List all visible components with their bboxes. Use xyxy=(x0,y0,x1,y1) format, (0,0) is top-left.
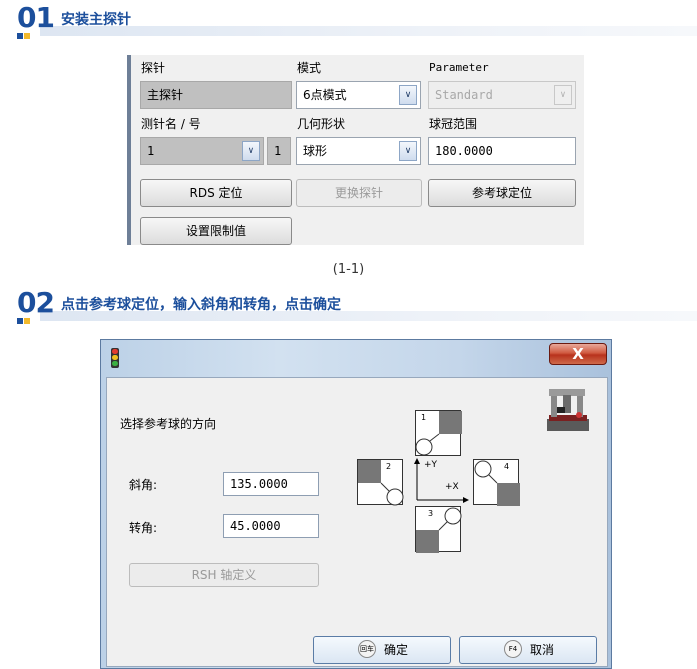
sphere-corner-icon xyxy=(416,507,462,553)
ball-range-input[interactable]: 180.0000 xyxy=(428,137,576,165)
sphere-direction-2[interactable]: 2 xyxy=(357,459,404,506)
axis-y-label: +Y xyxy=(424,460,438,470)
probe-settings-panel: 探针 模式 Parameter 主探针 6点模式 ∨ Standard ∨ 测针… xyxy=(127,55,584,245)
step-title: 点击参考球定位，输入斜角和转角，点击确定 xyxy=(61,297,341,313)
cancel-button-label: 取消 xyxy=(530,643,555,657)
ball-range-label: 球冠范围 xyxy=(429,117,478,131)
probe-name-label: 测针名 / 号 xyxy=(141,117,201,131)
probe-label: 探针 xyxy=(141,61,166,75)
ref-sphere-dialog: X 选择参考球的方向 斜角: 135.0000 转角: 45.0000 RSH … xyxy=(100,339,612,669)
probe-number-field[interactable]: 1 xyxy=(267,137,291,165)
axis-arrows-icon xyxy=(414,458,469,503)
step-heading-2: 02 点击参考球定位，输入斜角和转角，点击确定 xyxy=(0,285,697,325)
rotation-angle-input[interactable]: 45.0000 xyxy=(223,514,319,538)
mode-label: 模式 xyxy=(297,61,322,75)
sphere-corner-icon xyxy=(416,411,462,456)
heading-band xyxy=(40,311,697,321)
heading-mark-yellow xyxy=(24,33,30,39)
rds-locate-button[interactable]: RDS 定位 xyxy=(140,179,292,207)
chevron-down-icon[interactable]: ∨ xyxy=(242,141,260,161)
parameter-label: Parameter xyxy=(429,61,489,74)
parameter-select-value: Standard xyxy=(435,88,493,102)
heading-band xyxy=(40,26,697,36)
ok-button-label: 确定 xyxy=(384,643,409,657)
axis-x-label: +X xyxy=(445,482,459,492)
heading-mark-yellow xyxy=(24,318,30,324)
quadrant-number: 4 xyxy=(504,462,510,471)
dialog-body: 选择参考球的方向 斜角: 135.0000 转角: 45.0000 RSH 轴定… xyxy=(106,377,608,667)
sphere-corner-icon xyxy=(474,460,520,506)
chevron-down-icon: ∨ xyxy=(554,85,572,105)
step-number: 02 xyxy=(17,286,55,319)
geometry-select[interactable]: 球形 ∨ xyxy=(296,137,421,165)
quadrant-number: 3 xyxy=(428,509,434,518)
sphere-corner-icon xyxy=(358,460,404,506)
step-heading-1: 01 安装主探针 xyxy=(0,0,697,40)
heading-mark-blue xyxy=(17,33,23,39)
chevron-down-icon[interactable]: ∨ xyxy=(399,85,417,105)
step-title: 安装主探针 xyxy=(61,12,131,28)
ref-sphere-locate-button[interactable]: 参考球定位 xyxy=(428,179,576,207)
change-probe-button: 更换探针 xyxy=(296,179,422,207)
tilt-angle-label: 斜角: xyxy=(129,478,158,492)
direction-instruction: 选择参考球的方向 xyxy=(120,417,217,431)
quadrant-number: 1 xyxy=(421,413,427,422)
traffic-light-icon xyxy=(111,348,119,368)
mode-select-value: 6点模式 xyxy=(303,88,347,102)
tilt-angle-input[interactable]: 135.0000 xyxy=(223,472,319,496)
chevron-down-icon[interactable]: ∨ xyxy=(399,141,417,161)
sphere-direction-1[interactable]: 1 xyxy=(415,410,462,456)
sphere-direction-4[interactable]: 4 xyxy=(473,459,520,506)
figure-caption: (1-1) xyxy=(332,262,365,277)
rotation-angle-label: 转角: xyxy=(129,521,158,535)
cmm-machine-icon xyxy=(543,385,593,437)
heading-mark-blue xyxy=(17,318,23,324)
geometry-select-value: 球形 xyxy=(303,144,328,158)
geometry-label: 几何形状 xyxy=(297,117,346,131)
probe-name-select[interactable]: 1 ∨ xyxy=(140,137,264,165)
enter-key-icon: 回车 xyxy=(358,640,376,658)
dialog-titlebar[interactable]: X xyxy=(101,340,611,374)
mode-select[interactable]: 6点模式 ∨ xyxy=(296,81,421,109)
f4-key-icon: F4 xyxy=(504,640,522,658)
parameter-select: Standard ∨ xyxy=(428,81,576,109)
probe-field[interactable]: 主探针 xyxy=(140,81,292,109)
rsh-axis-button: RSH 轴定义 xyxy=(129,563,319,587)
probe-name-value: 1 xyxy=(147,144,155,158)
set-limit-button[interactable]: 设置限制值 xyxy=(140,217,292,245)
close-button[interactable]: X xyxy=(549,343,607,365)
step-number: 01 xyxy=(17,1,55,34)
quadrant-number: 2 xyxy=(386,462,392,471)
sphere-direction-3[interactable]: 3 xyxy=(415,506,462,553)
cancel-button[interactable]: F4 取消 xyxy=(459,636,597,664)
